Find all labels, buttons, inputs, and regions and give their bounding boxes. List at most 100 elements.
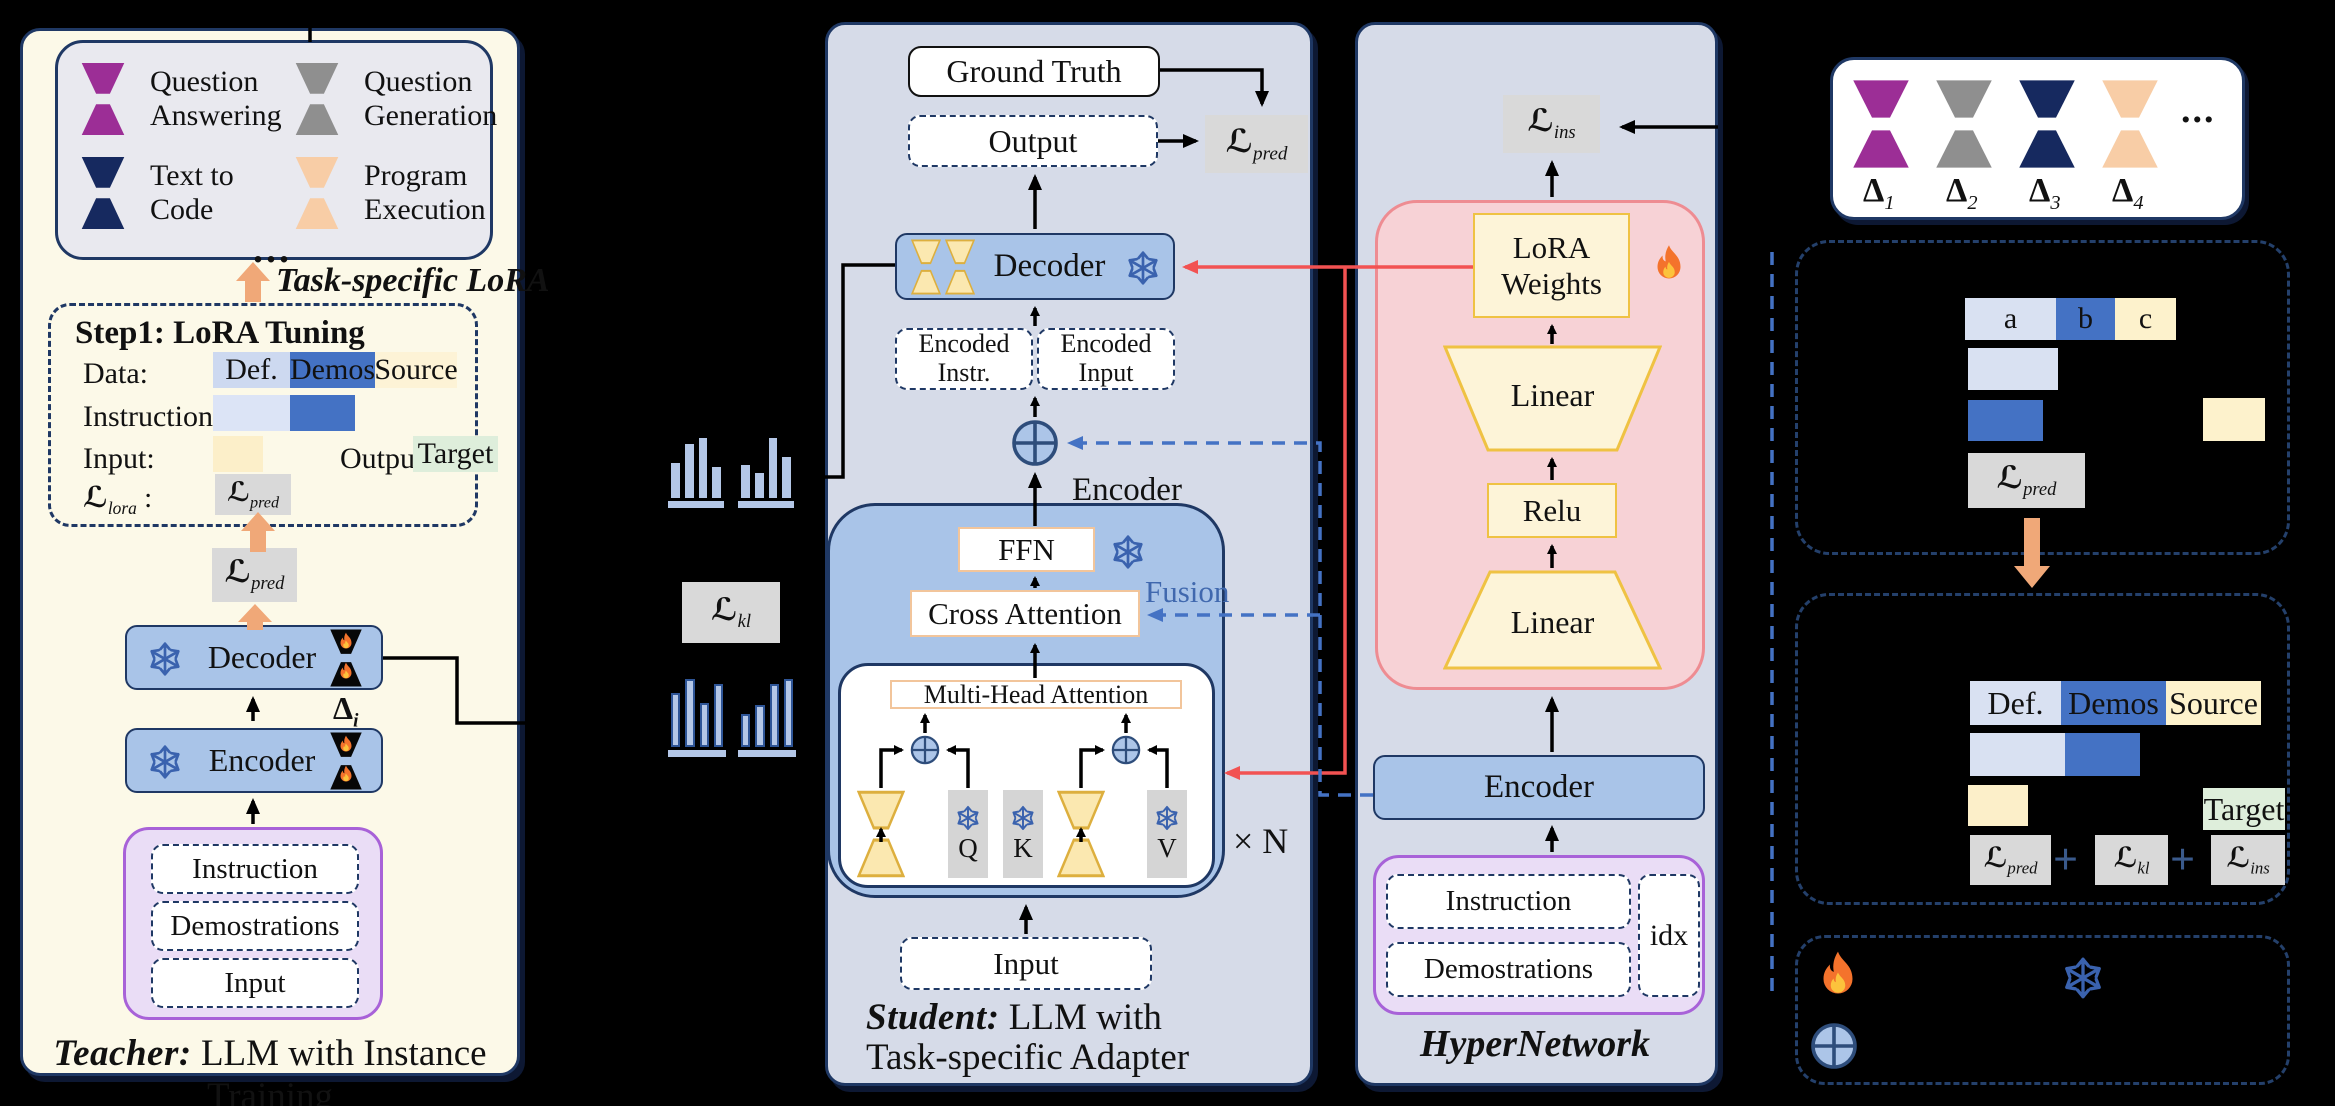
fusion-label: Fusion (1145, 574, 1230, 609)
teacher-distribution-chart-2 (668, 679, 726, 757)
student-distribution-chart-2 (738, 679, 796, 757)
fire-icon (336, 632, 356, 654)
text-to-code-lora-icon (80, 155, 126, 231)
kl-loss: ℒkl (682, 582, 780, 643)
target-block: Target (413, 436, 498, 472)
fire-icon (336, 735, 356, 757)
frozen-icon (147, 641, 183, 677)
hyper-encoder: Encoder (1373, 755, 1705, 820)
student-input-box: Input (900, 937, 1152, 990)
frozen-icon (1125, 250, 1161, 286)
teacher-decoder: Decoder (125, 625, 383, 690)
stage1-dashed-box: a b c ℒpred (1795, 240, 2290, 555)
teacher-encoder-label: Encoder (208, 741, 316, 778)
qg-lora-icon (294, 61, 340, 137)
step1-pred-loss: ℒpred (215, 474, 291, 515)
delta4-label: Δ4 (2112, 172, 2144, 214)
fire-icon (336, 765, 356, 787)
linear-top-box: Linear (1442, 345, 1663, 452)
student-decoder-label: Decoder (993, 248, 1106, 284)
adapter-icon (944, 239, 976, 295)
idx-box: idx (1638, 874, 1700, 997)
segment-b: b (2056, 298, 2115, 340)
blue-row (2065, 733, 2140, 776)
input-block (213, 436, 263, 472)
ffn-box: FFN (958, 527, 1095, 572)
delta1-label: Δ1 (1863, 172, 1895, 214)
frozen-snowflake-icon (2061, 956, 2105, 1000)
adapter-icon (910, 239, 942, 295)
mha-box: Multi-Head Attention (890, 680, 1182, 709)
hypernetwork-title: HyperNetwork (1419, 1023, 1651, 1065)
linear-label: Linear (1510, 377, 1595, 414)
stage2-dashed-box: Def. Demos Source Target ℒpred + ℒkl + ℒ… (1795, 593, 2290, 905)
teacher-instruction-box: Instruction (151, 844, 359, 894)
delta3-icon (2017, 78, 2077, 170)
tunable-fire-icon (1812, 950, 1864, 1008)
stage2-pred-loss: ℒpred (1970, 835, 2051, 885)
delta2-label: Δ2 (1946, 172, 1978, 214)
source-block: Source (374, 352, 458, 388)
q-box: Q (948, 790, 988, 878)
k-box: K (1003, 790, 1043, 878)
student-title: Student: LLM with Task-specific Adapter (866, 997, 1190, 1078)
demos-block: Demos (290, 352, 375, 388)
teacher-decoder-label: Decoder (207, 638, 317, 675)
plus-sign: + (2053, 835, 2079, 884)
demos-block: Demos (2061, 681, 2166, 725)
cream-block-right (2203, 398, 2265, 441)
hyper-input-group: Instruction Demostrations idx (1373, 855, 1705, 1015)
student-distribution-chart (738, 438, 794, 508)
stage2-kl-loss: ℒkl (2095, 835, 2168, 885)
frozen-icon (1110, 534, 1146, 570)
plus-sign: + (2170, 835, 2196, 884)
hyper-demonstrations-box: Demostrations (1386, 942, 1631, 997)
program-exec-lora-icon (294, 155, 340, 231)
teacher-pred-loss: ℒpred (212, 548, 297, 602)
instruction-label: Instruction: (83, 400, 222, 433)
teacher-distribution-chart (668, 438, 724, 508)
delta-i-label: Δi (333, 690, 359, 732)
add-node-left (910, 735, 940, 765)
teacher-input-group: Instruction Demostrations Input (123, 827, 383, 1020)
step1-box: Step1: LoRA Tuning Data: Def. Demos Sour… (48, 303, 498, 527)
delta3-label: Δ3 (2029, 172, 2061, 214)
teacher-input-box: Input (151, 958, 359, 1008)
segment-c: c (2115, 298, 2176, 340)
ins-loss: ℒins (1503, 95, 1600, 153)
teacher-demonstrations-box: Demostrations (151, 901, 359, 951)
v-box: V (1147, 790, 1187, 878)
linear-bottom-box: Linear (1442, 570, 1663, 670)
task-lora-caption: Task-specific LoRA (276, 262, 550, 299)
step1-title: Step1: LoRA Tuning (75, 315, 365, 351)
linear-label: Linear (1510, 603, 1595, 640)
times-n-label: × N (1233, 821, 1289, 861)
add-node-right (1111, 735, 1141, 765)
instruction-demos-block (290, 395, 355, 431)
delta2-icon (1934, 78, 1994, 170)
output-box: Output (908, 115, 1158, 167)
delta1-icon (1851, 78, 1911, 170)
input-label: Input: (83, 442, 155, 475)
lora-loss-label: ℒlora : (83, 480, 153, 518)
qa-lora-icon (80, 61, 126, 137)
target-block: Target (2203, 788, 2285, 830)
lavender-row (1970, 733, 2065, 776)
delta-ellipsis: ... (2181, 89, 2216, 131)
teacher-encoder: Encoder (125, 728, 383, 793)
student-decoder: Decoder (895, 233, 1175, 300)
adapter-icon (1056, 790, 1106, 878)
instruction-def-block (213, 395, 290, 431)
segment-a: a (1965, 298, 2056, 340)
fire-icon (336, 662, 356, 684)
relu-box: Relu (1487, 483, 1617, 538)
add-fusion-node (1011, 419, 1059, 467)
